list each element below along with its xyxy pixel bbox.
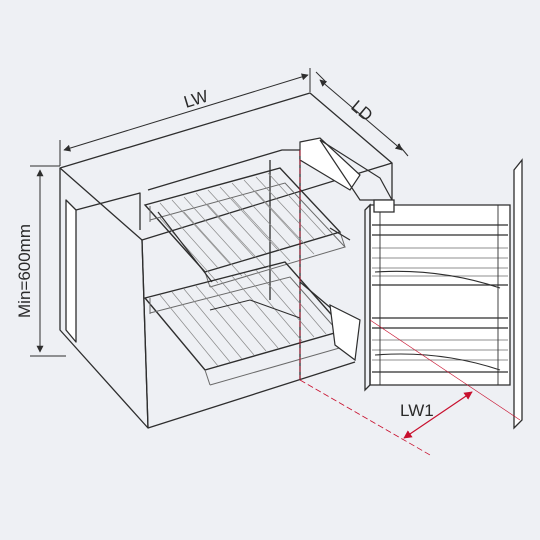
lw1-label: LW1 — [400, 401, 434, 420]
cabinet-body — [59, 92, 393, 429]
ld-dimension-line — [319, 79, 403, 151]
upper-left-basket — [143, 167, 351, 288]
lw-label: LW — [182, 87, 211, 112]
dimension-lines — [30, 68, 409, 357]
lw1-dimension-line — [403, 391, 473, 439]
lower-left-basket — [143, 261, 356, 386]
height-label: Min=600mm — [15, 224, 34, 318]
ld-label: LD — [347, 97, 376, 126]
right-pullout-unit — [364, 158, 523, 430]
red-guide-lines — [299, 150, 521, 456]
lw-dimension-line — [63, 73, 309, 152]
